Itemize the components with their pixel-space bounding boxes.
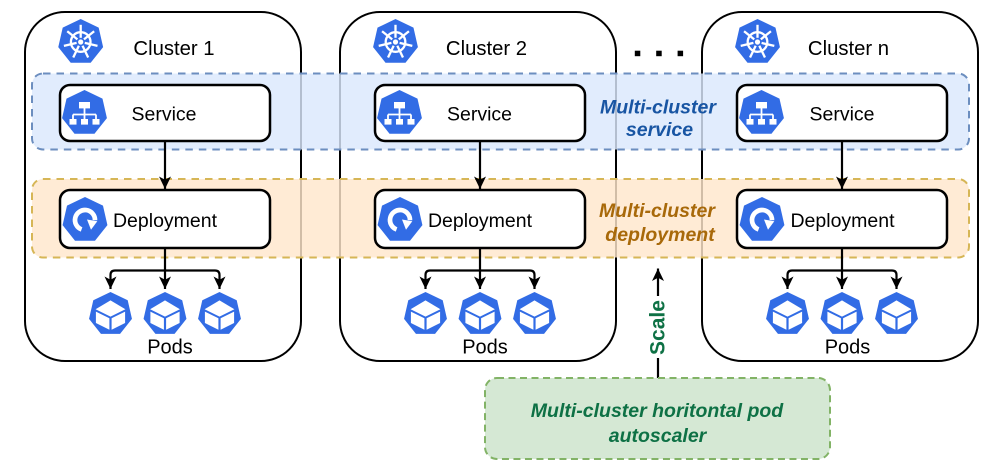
svg-text:autoscaler: autoscaler xyxy=(609,425,708,447)
svg-text:Pods: Pods xyxy=(462,337,508,359)
svg-text:Service: Service xyxy=(131,104,196,126)
svg-text:Cluster 1: Cluster 1 xyxy=(133,38,214,60)
svg-text:Pods: Pods xyxy=(825,337,871,359)
svg-text:Multi-cluster horitontal pod: Multi-cluster horitontal pod xyxy=(531,400,784,422)
svg-text:Multi-cluster: Multi-cluster xyxy=(599,200,716,222)
svg-text:Cluster n: Cluster n xyxy=(808,38,889,60)
svg-text:Deployment: Deployment xyxy=(790,210,895,232)
svg-text:Service: Service xyxy=(447,104,512,126)
svg-text:Service: Service xyxy=(809,104,874,126)
svg-text:Deployment: Deployment xyxy=(428,210,533,232)
svg-text:Scale: Scale xyxy=(647,300,670,355)
svg-text:Cluster 2: Cluster 2 xyxy=(446,38,527,60)
svg-text:deployment: deployment xyxy=(605,224,716,246)
svg-text:Multi-cluster: Multi-cluster xyxy=(600,97,717,119)
svg-text:service: service xyxy=(626,119,693,141)
svg-text:Pods: Pods xyxy=(147,337,193,359)
svg-text:Deployment: Deployment xyxy=(113,210,218,232)
